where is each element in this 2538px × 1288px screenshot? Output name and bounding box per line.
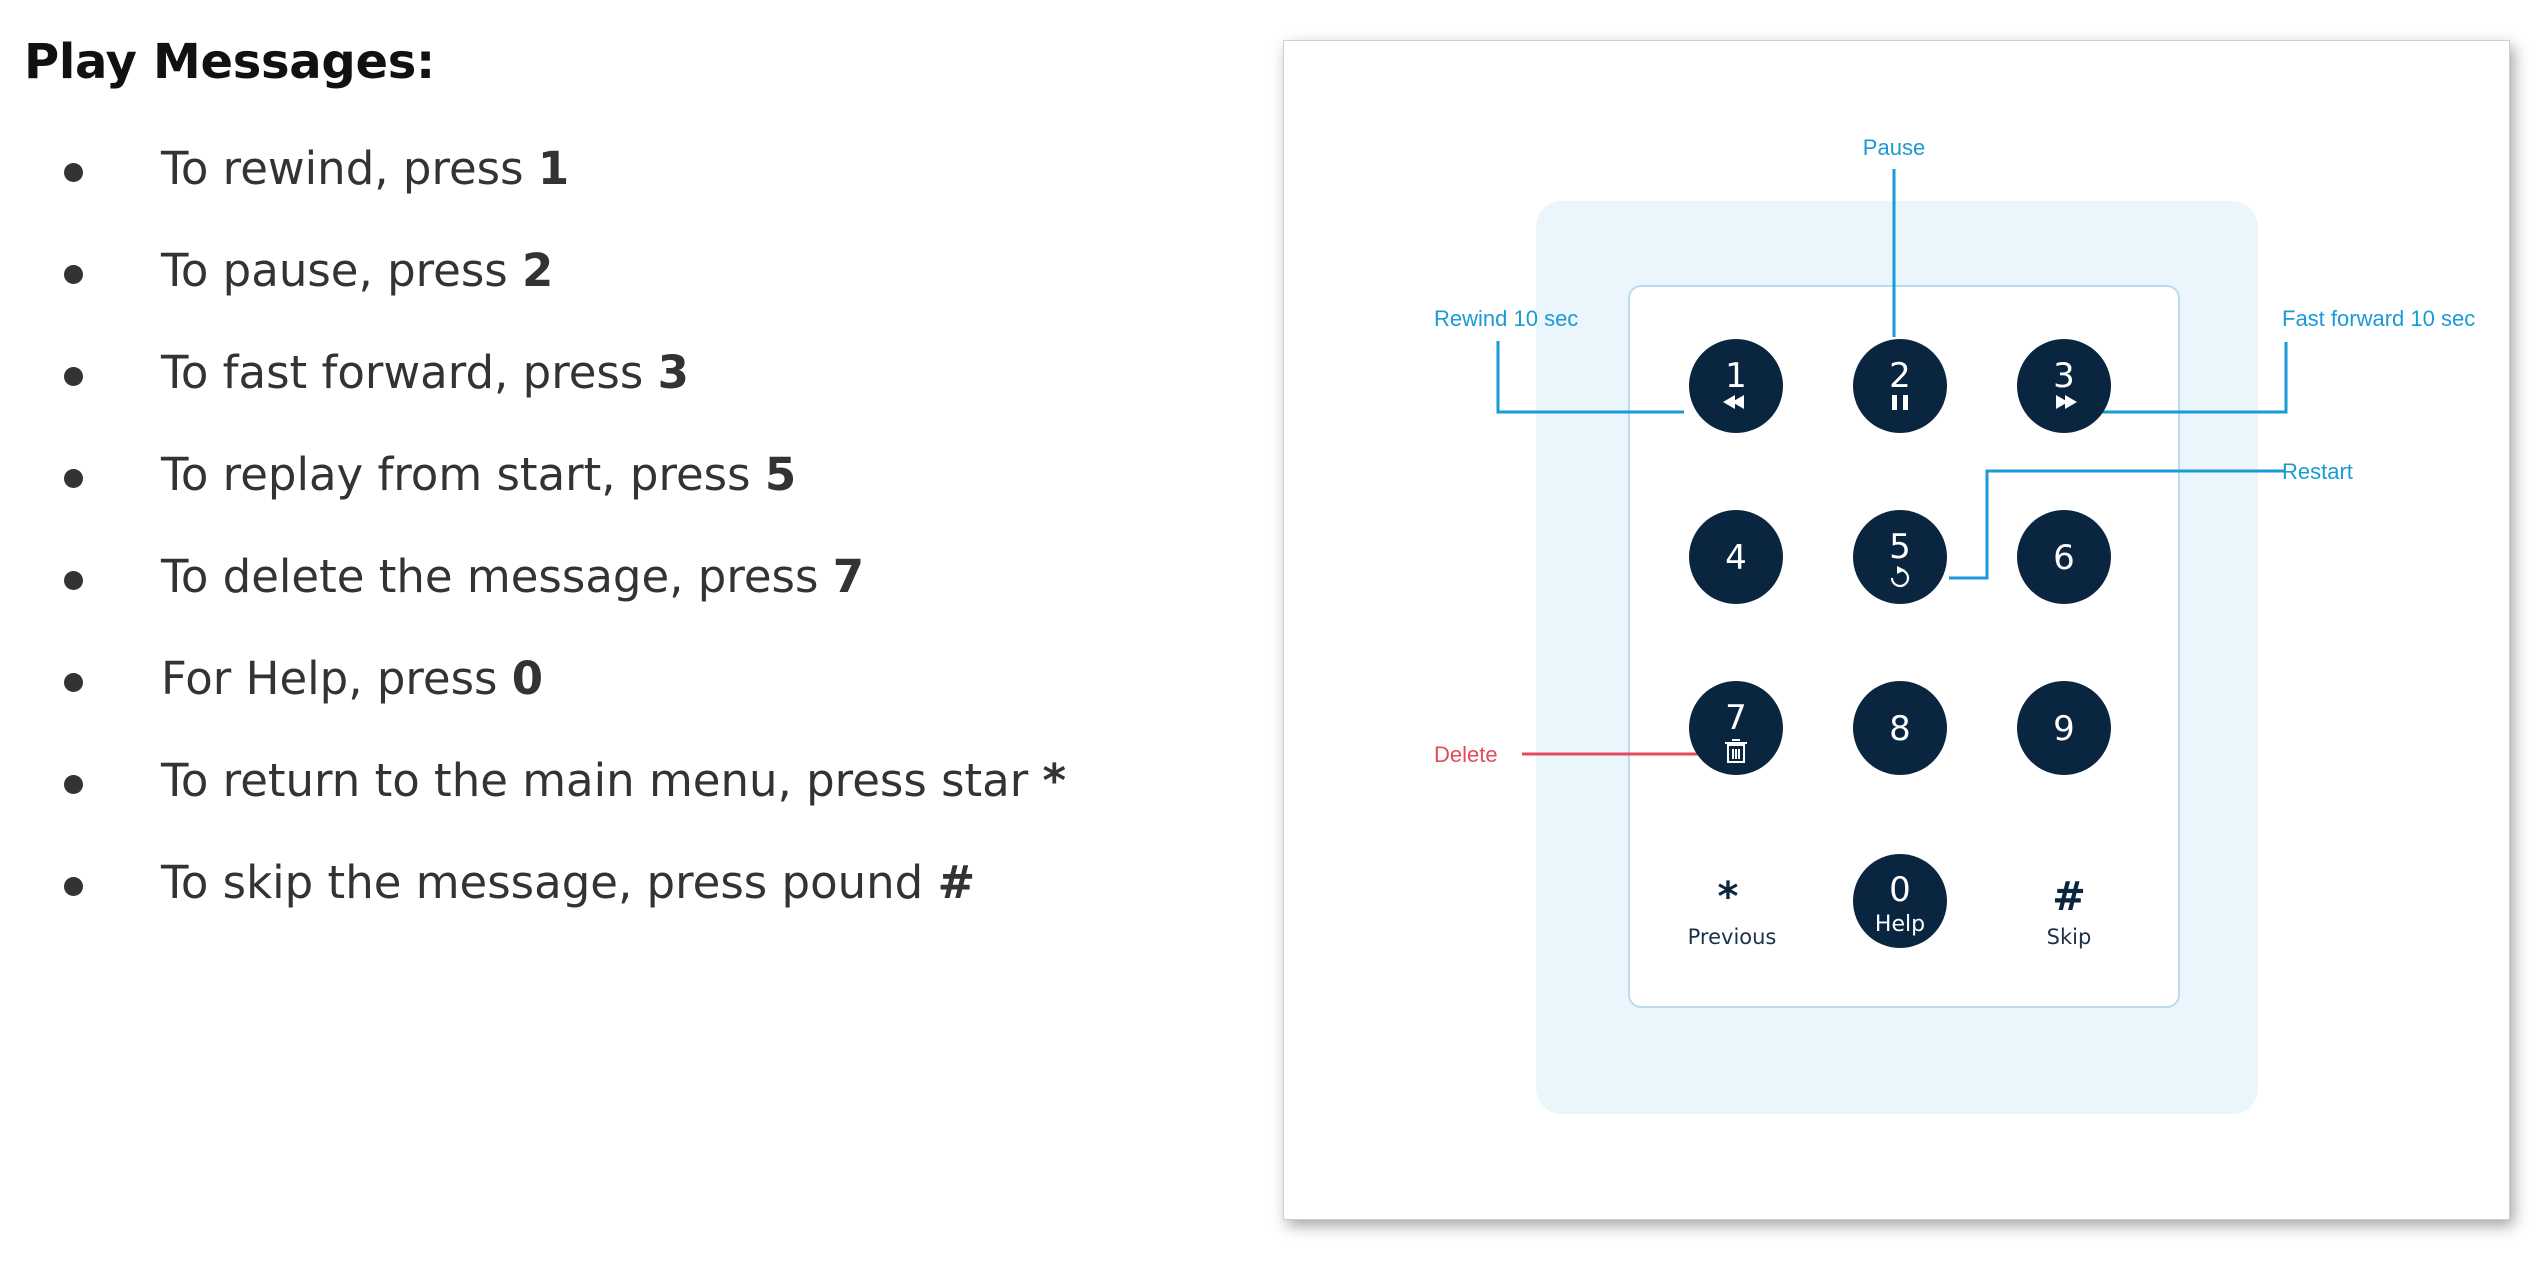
bullet <box>64 367 83 386</box>
pause-icon <box>1892 395 1908 410</box>
key-5 <box>1853 510 1947 604</box>
instruction-key: 7 <box>832 550 865 603</box>
list-item: For Help, press 0 <box>64 649 544 709</box>
bullet <box>64 775 83 794</box>
key-1-digit: 1 <box>1725 356 1747 396</box>
bullet <box>64 877 83 896</box>
restart-icon <box>1890 566 1910 588</box>
list-item: To replay from start, press 5 <box>64 445 797 505</box>
bullet <box>64 469 83 488</box>
rewind-callout-line <box>1496 341 1684 414</box>
instruction-key: 3 <box>657 346 689 399</box>
pound-key: # <box>2052 874 2086 920</box>
key-6 <box>2017 510 2111 604</box>
key-3 <box>2017 339 2111 433</box>
instruction-text: To delete the message, press <box>161 550 833 603</box>
instruction-text: To return to the main menu, press star <box>161 754 1043 807</box>
key-4 <box>1689 510 1783 604</box>
instruction-key: # <box>937 856 976 909</box>
instruction-text: To replay from start, press <box>161 448 765 501</box>
key-0 <box>1853 854 1947 948</box>
list-item: To return to the main menu, press star * <box>64 751 1067 811</box>
keypad-card <box>1628 285 2180 1008</box>
pause-callout: Pause <box>1863 135 1925 160</box>
fast-forward-callout-line <box>2099 342 2288 414</box>
key-5-digit: 5 <box>1889 527 1911 567</box>
key-6-digit: 6 <box>2053 538 2075 578</box>
star-key: * <box>1718 874 1739 920</box>
keypad-diagram: Pause Rewind 10 sec Fast forward 10 sec … <box>1283 40 2510 1220</box>
key-4-digit: 4 <box>1725 538 1747 578</box>
key-2 <box>1853 339 1947 433</box>
bullet <box>64 265 83 284</box>
instruction-key: 2 <box>522 244 554 297</box>
previous-label: Previous <box>1688 925 1777 949</box>
delete-callout: Delete <box>1434 742 1498 767</box>
key-0-digit: 0 <box>1889 870 1911 910</box>
key-8 <box>1853 681 1947 775</box>
key-7-digit: 7 <box>1725 698 1747 738</box>
page-title: Play Messages: <box>24 34 435 90</box>
rewind-callout: Rewind 10 sec <box>1434 306 1578 331</box>
restart-callout-line <box>1949 469 2284 580</box>
instruction-key: * <box>1042 754 1067 807</box>
fast-forward-icon <box>2056 395 2077 409</box>
fast-forward-callout: Fast forward 10 sec <box>2282 306 2475 331</box>
rewind-icon <box>1723 395 1744 409</box>
key-1 <box>1689 339 1783 433</box>
trash-icon <box>1725 739 1747 763</box>
key-0-help-label: Help <box>1875 912 1925 937</box>
instruction-text: To fast forward, press <box>161 346 658 399</box>
bullet <box>64 571 83 590</box>
key-7 <box>1689 681 1783 775</box>
list-item: To rewind, press 1 <box>64 139 570 199</box>
bullet <box>64 673 83 692</box>
key-3-digit: 3 <box>2053 356 2075 396</box>
instruction-key: 5 <box>764 448 797 501</box>
keypad-illustration: Pause Rewind 10 sec Fast forward 10 sec … <box>1434 135 2475 1114</box>
key-9-digit: 9 <box>2053 709 2075 749</box>
list-item: To pause, press 2 <box>64 241 554 301</box>
restart-callout: Restart <box>2282 459 2353 484</box>
list-item: To delete the message, press 7 <box>64 547 865 607</box>
list-item: To skip the message, press pound # <box>64 853 976 913</box>
instruction-text: To pause, press <box>161 244 523 297</box>
list-item: To fast forward, press 3 <box>64 343 689 403</box>
key-9 <box>2017 681 2111 775</box>
instruction-text: To rewind, press <box>161 142 538 195</box>
instruction-key: 1 <box>537 142 570 195</box>
bullet <box>64 163 83 182</box>
instruction-text: For Help, press <box>161 652 512 705</box>
key-2-digit: 2 <box>1889 356 1911 396</box>
instruction-key: 0 <box>511 652 544 705</box>
skip-label: Skip <box>2047 925 2092 949</box>
instruction-text: To skip the message, press pound <box>161 856 938 909</box>
key-8-digit: 8 <box>1889 709 1911 749</box>
